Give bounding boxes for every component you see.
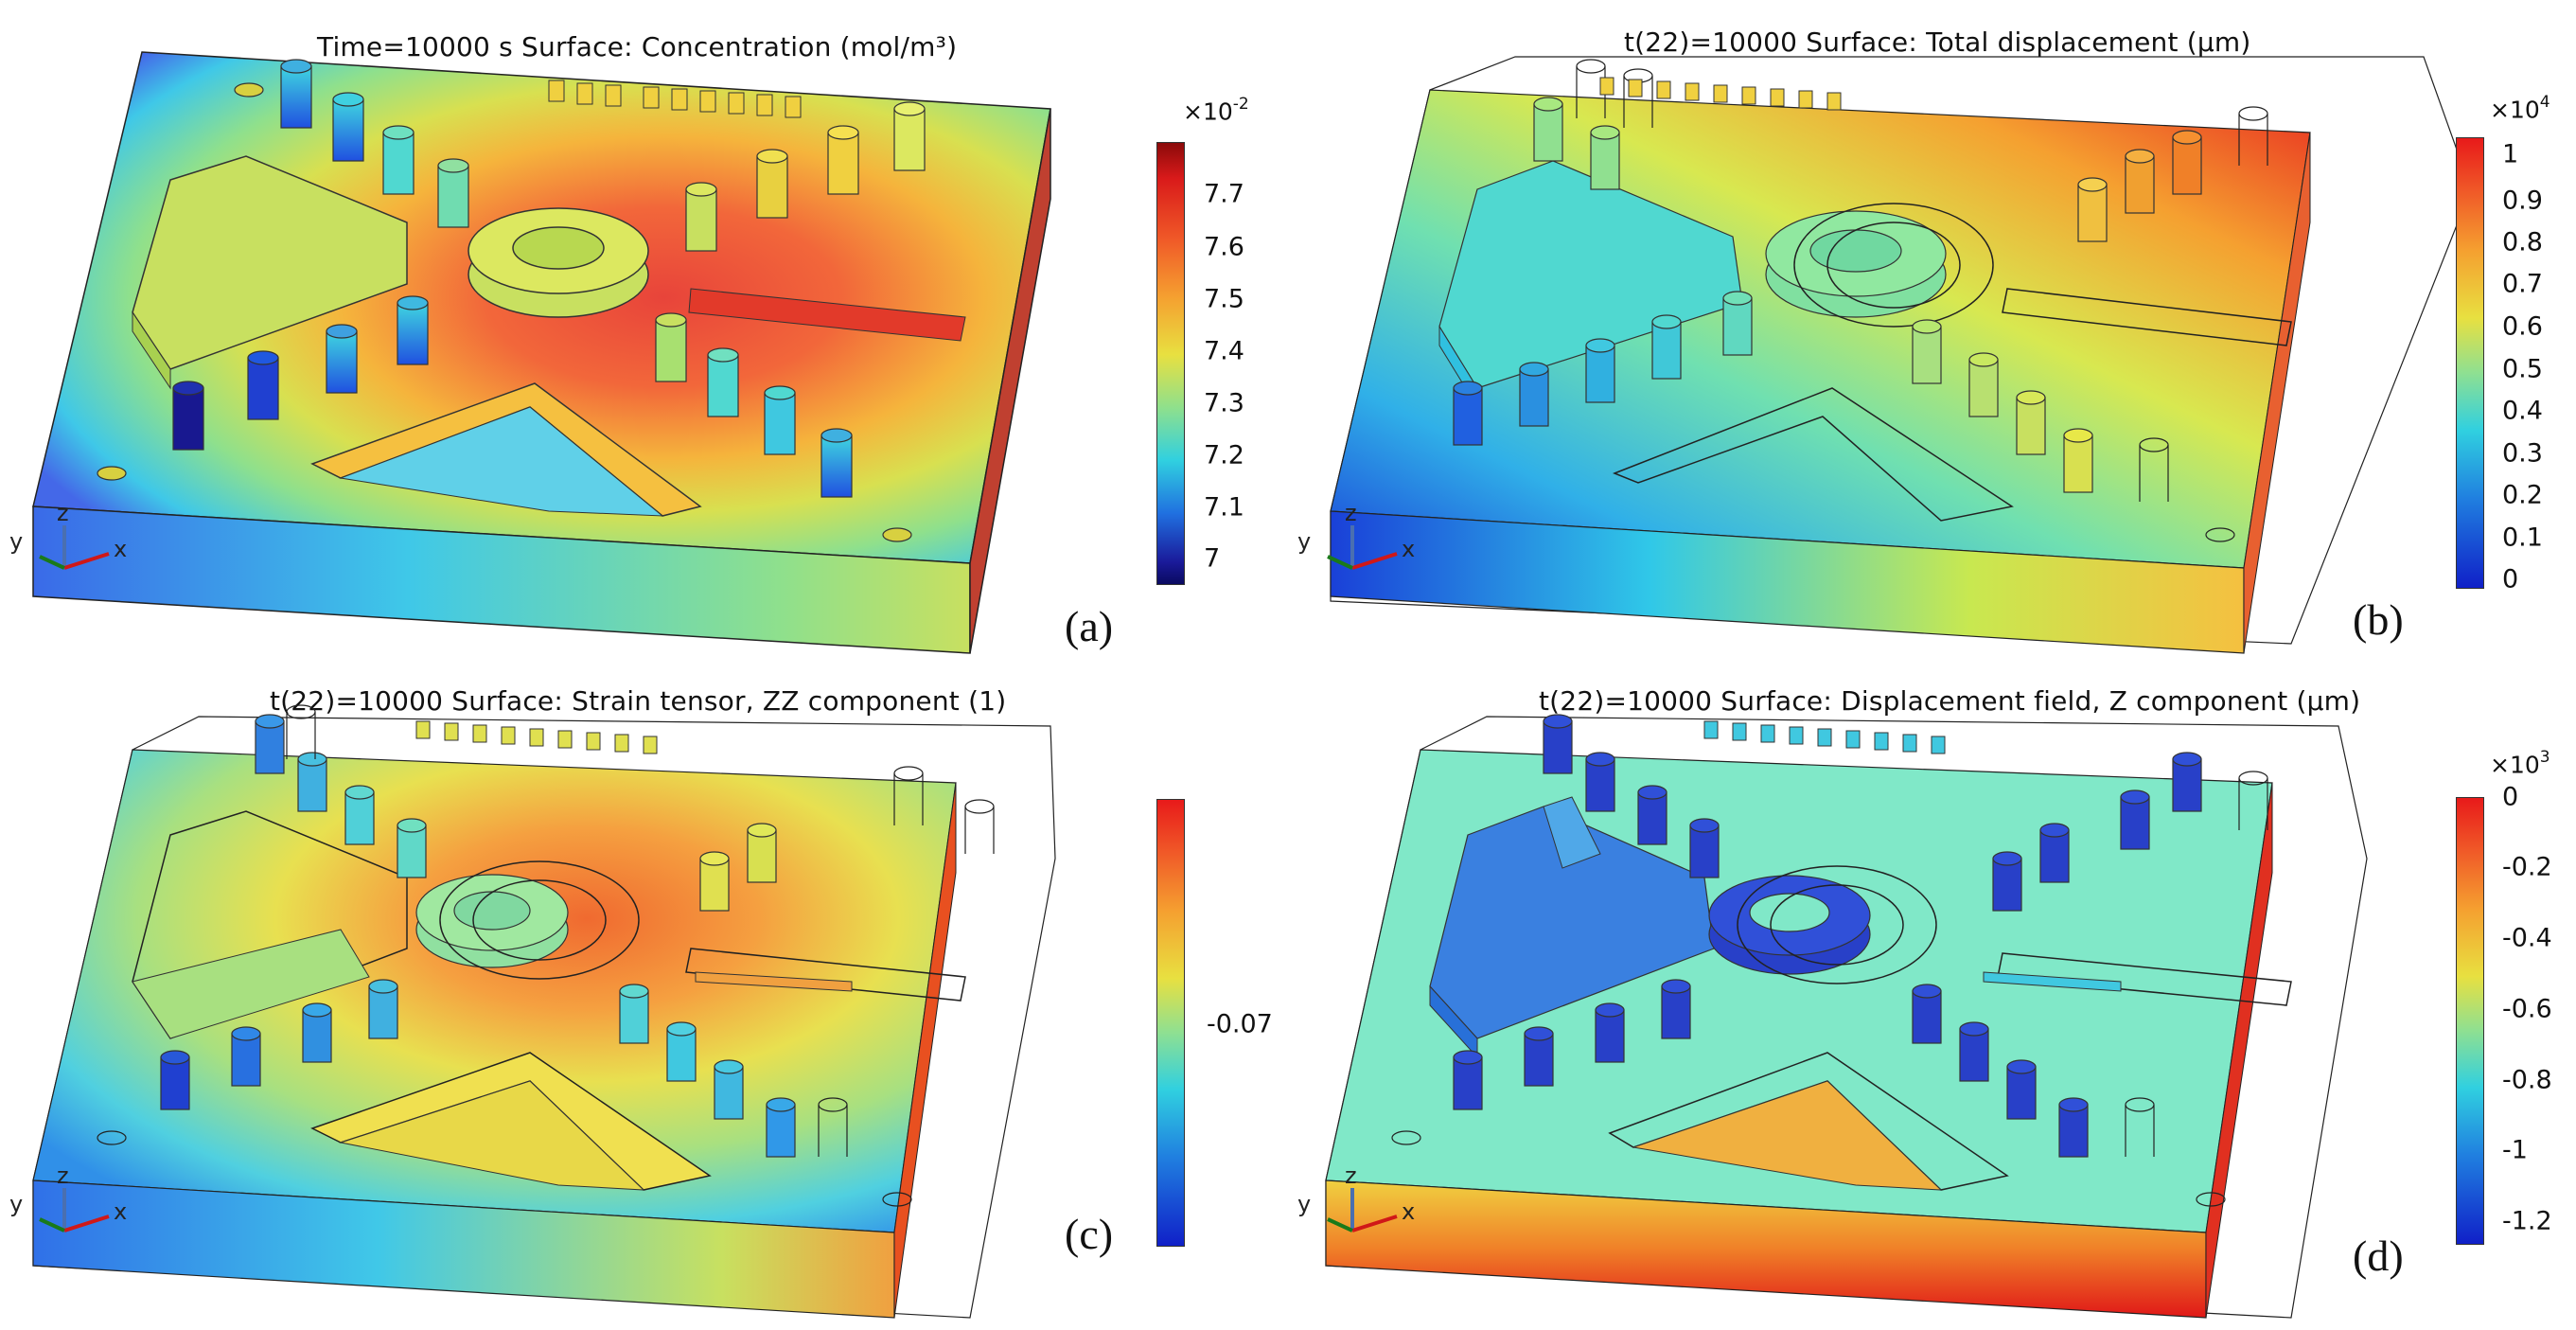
panel-d: t(22)=10000 Surface: Displacement field,… xyxy=(1288,665,2576,1330)
colorbar-tick: 7.5 xyxy=(1204,284,1244,314)
colorbar-tick: 7.2 xyxy=(1204,440,1244,470)
colorbar-tick: -0.2 xyxy=(2502,852,2552,882)
panel-c: t(22)=10000 Surface: Strain tensor, ZZ c… xyxy=(0,665,1288,1330)
panel-title: t(22)=10000 Surface: Displacement field,… xyxy=(1539,685,2361,717)
colorbar-tick: -0.07 xyxy=(1207,1009,1273,1039)
axis-x-label: x xyxy=(1402,536,1415,562)
axis-triad: z x y xyxy=(1297,500,1415,570)
plot-3d-strain-zz: z x y xyxy=(9,704,1056,1319)
colorbar-tick: 0 xyxy=(2502,782,2519,812)
axis-y-label: y xyxy=(9,528,23,555)
colorbar-tick: 0.7 xyxy=(2502,269,2543,299)
axis-z-label: z xyxy=(1345,1162,1357,1189)
axis-x-label: x xyxy=(114,1198,127,1225)
colorbar-tick: 1 xyxy=(2502,139,2519,169)
colorbar-tick: 0.3 xyxy=(2502,438,2543,469)
colorbar xyxy=(2456,797,2484,1245)
plot-3d-concentration: z x y xyxy=(9,51,1051,654)
axis-z-label: z xyxy=(57,1162,69,1189)
colorbar xyxy=(1156,142,1185,585)
plot-3d-displacement-z: z x y xyxy=(1297,714,2368,1319)
axis-y-label: y xyxy=(1297,1191,1311,1217)
colorbar-multiplier: ×104 xyxy=(2490,93,2550,124)
colorbar-tick: 0.4 xyxy=(2502,396,2543,426)
colorbar-multiplier: ×10-2 xyxy=(1183,95,1249,126)
colorbar-tick: -0.6 xyxy=(2502,994,2552,1024)
colorbar-tick: -1 xyxy=(2502,1135,2528,1165)
colorbar-tick: 7 xyxy=(1204,543,1221,574)
colorbar-multiplier: ×103 xyxy=(2490,748,2550,779)
panel-title: t(22)=10000 Surface: Strain tensor, ZZ c… xyxy=(270,685,1007,717)
colorbar-tick: 0.8 xyxy=(2502,227,2543,257)
colorbar-tick: 7.3 xyxy=(1204,388,1244,418)
colorbar-tick: 0.2 xyxy=(2502,480,2543,510)
colorbar-tick: 0.9 xyxy=(2502,186,2543,216)
colorbar-tick: 7.6 xyxy=(1204,232,1244,262)
plot-3d-total-displacement: z x y xyxy=(1297,56,2471,654)
colorbar-tick: 0 xyxy=(2502,564,2519,594)
colorbar-tick: 0.6 xyxy=(2502,311,2543,342)
panel-label: (d) xyxy=(2353,1232,2404,1280)
colorbar-tick: -0.8 xyxy=(2502,1065,2552,1095)
panel-label: (b) xyxy=(2353,595,2404,644)
panel-b: t(22)=10000 Surface: Total displacement … xyxy=(1288,0,2576,665)
colorbar-tick: 7.4 xyxy=(1204,336,1244,366)
axis-triad: z x y xyxy=(1297,1162,1415,1232)
axis-triad: z x y xyxy=(9,500,127,570)
colorbar xyxy=(2456,137,2484,589)
axis-y-label: y xyxy=(1297,528,1311,555)
colorbar-tick: 0.1 xyxy=(2502,523,2543,553)
colorbar-tick: 7.1 xyxy=(1204,492,1244,523)
axis-x-label: x xyxy=(1402,1198,1415,1225)
axis-x-label: x xyxy=(114,536,127,562)
axis-z-label: z xyxy=(57,500,69,526)
colorbar-tick: 7.7 xyxy=(1204,179,1244,209)
panel-a: Time=10000 s Surface: Concentration (mol… xyxy=(0,0,1288,665)
axis-triad: z x y xyxy=(9,1162,127,1232)
panel-label: (c) xyxy=(1065,1210,1114,1258)
colorbar-tick: -1.2 xyxy=(2502,1206,2552,1236)
colorbar-tick: 0.5 xyxy=(2502,354,2543,384)
axis-y-label: y xyxy=(9,1191,23,1217)
axis-z-label: z xyxy=(1345,500,1357,526)
panel-title: Time=10000 s Surface: Concentration (mol… xyxy=(317,31,958,62)
colorbar xyxy=(1156,799,1185,1247)
panel-label: (a) xyxy=(1065,602,1114,650)
panel-title: t(22)=10000 Surface: Total displacement … xyxy=(1624,27,2251,58)
colorbar-tick: -0.4 xyxy=(2502,923,2552,953)
